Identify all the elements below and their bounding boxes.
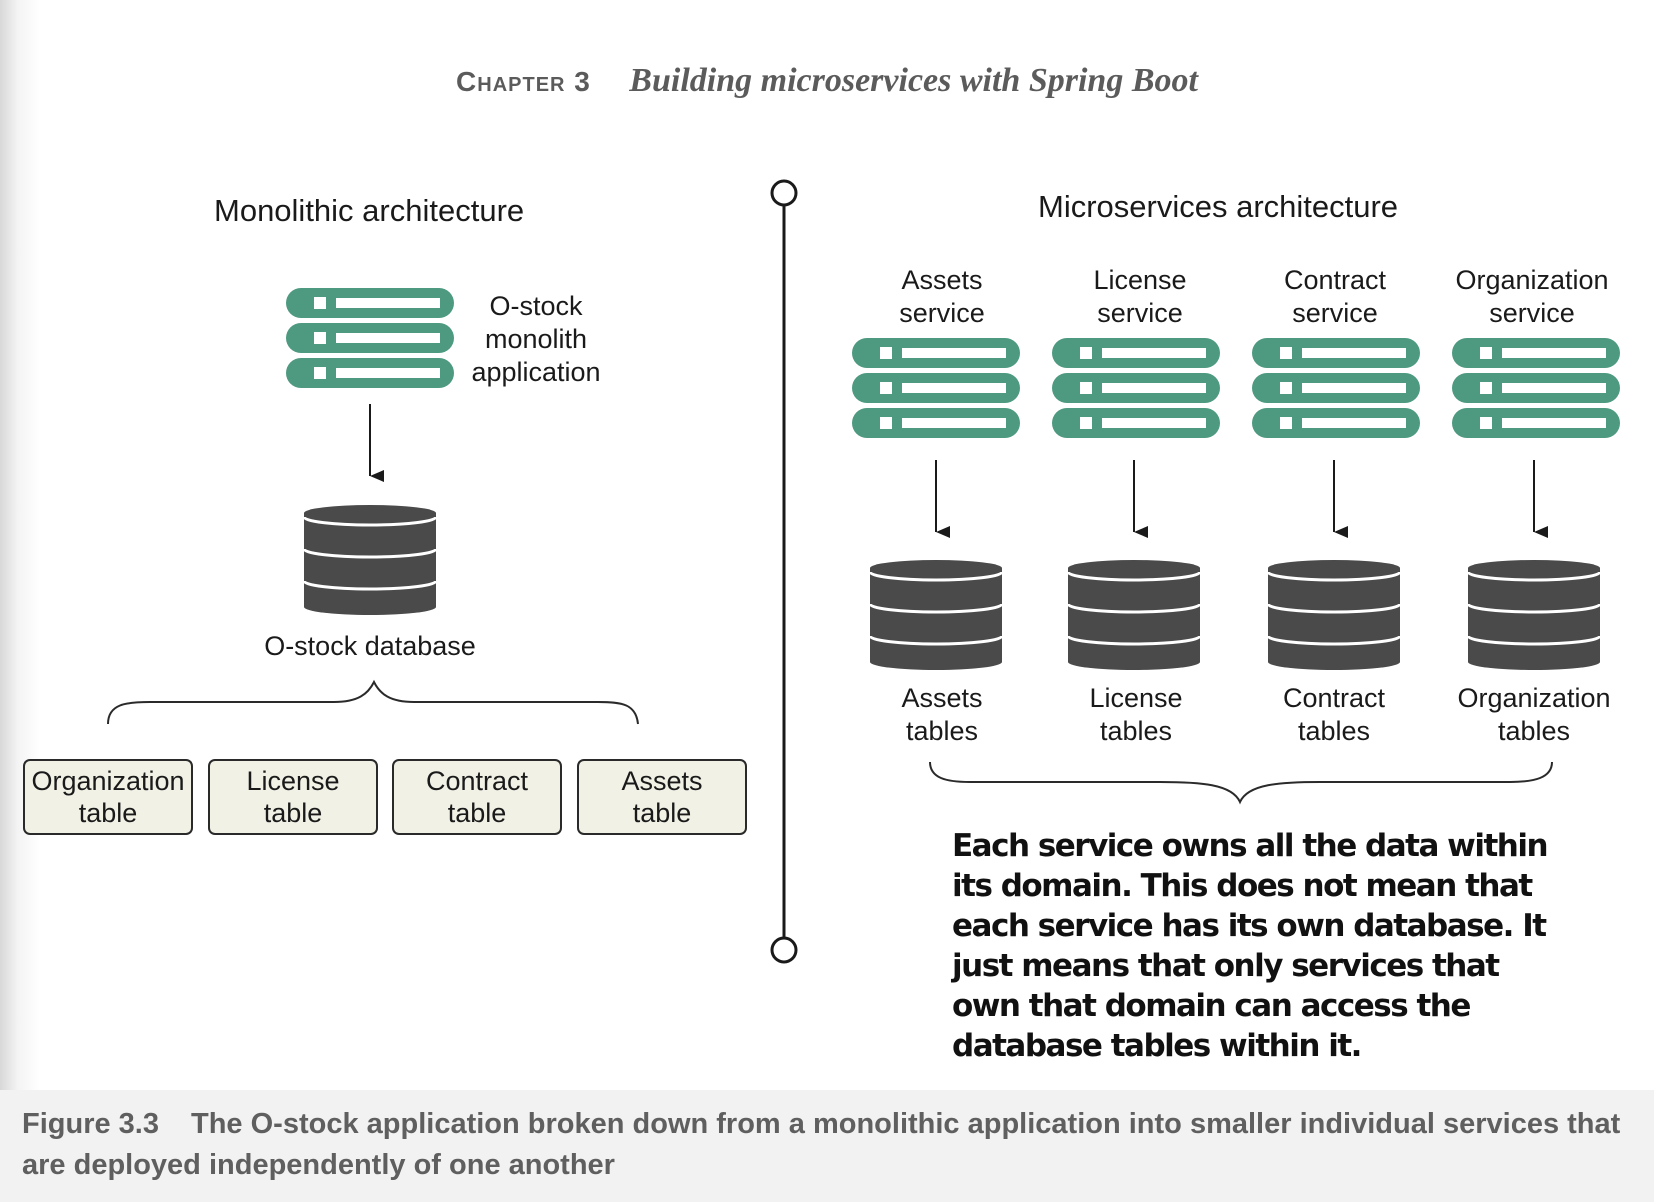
service-label: Organization service <box>1455 265 1609 328</box>
figure-number: Figure 3.3 <box>22 1108 159 1140</box>
table-box: Organization table <box>23 759 193 835</box>
chapter-label: Chapter 3 <box>456 66 591 97</box>
data-ownership-note: Each service owns all the data within it… <box>952 828 1549 1064</box>
figure-caption-text: The O-stock application broken down from… <box>22 1108 1621 1181</box>
monolith-database-icon <box>302 503 438 617</box>
organization-service-server-icon <box>1452 338 1620 438</box>
service-tables-label: Contract tables <box>1282 683 1386 746</box>
monolith-server-icon <box>286 288 454 388</box>
page-header: Chapter 3 Building microservices with Sp… <box>0 62 1654 100</box>
assets-service-server-icon <box>852 338 1020 438</box>
contract-service-server-icon <box>1252 338 1420 438</box>
divider-top-node <box>770 179 798 207</box>
monolith-db-label: O-stock database <box>264 631 476 661</box>
table-box: Contract table <box>392 759 562 835</box>
license-database-icon <box>1066 558 1202 672</box>
divider-bottom-node <box>770 936 798 964</box>
monolith-title: Monolithic architecture <box>214 193 525 228</box>
service-label: License service <box>1093 265 1187 328</box>
table-box: License table <box>208 759 378 835</box>
license-service-server-icon <box>1052 338 1220 438</box>
monolith-app-label: O-stock monolith application <box>471 291 601 387</box>
monolith-brace <box>107 679 639 725</box>
microservices-title: Microservices architecture <box>1038 189 1399 224</box>
service-label: Contract service <box>1283 265 1387 328</box>
microservices-brace <box>929 761 1553 805</box>
service-label: Assets service <box>899 265 985 328</box>
chapter-title: Building microservices with Spring Boot <box>629 62 1198 99</box>
service-tables-label: Organization tables <box>1457 683 1611 746</box>
assets-database-icon <box>868 558 1004 672</box>
organization-database-icon <box>1466 558 1602 672</box>
table-box: Assets table <box>577 759 747 835</box>
contract-database-icon <box>1266 558 1402 672</box>
service-tables-label: License tables <box>1089 683 1183 746</box>
service-tables-label: Assets tables <box>901 683 983 746</box>
